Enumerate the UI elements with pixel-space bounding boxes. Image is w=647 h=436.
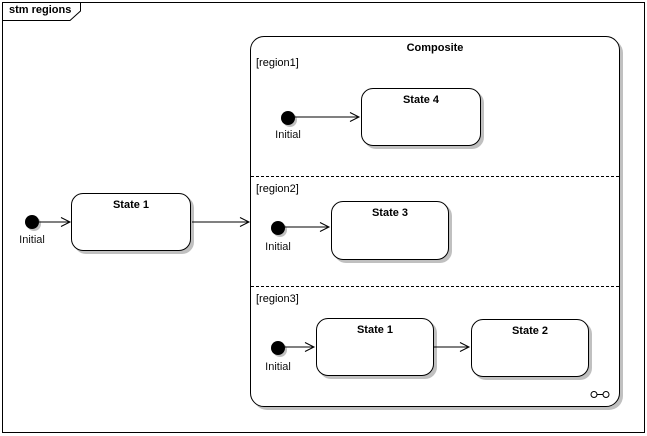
state-title: State 2 <box>511 325 549 337</box>
initial-node[interactable] <box>281 111 295 125</box>
state-region2-state3[interactable]: State 3 <box>331 201 449 260</box>
initial-label: Initial <box>275 129 301 141</box>
initial-node[interactable] <box>271 221 285 235</box>
state-region3-state1[interactable]: State 1 <box>316 318 434 376</box>
frame-name: stm regions <box>9 4 72 16</box>
region3-label: [region3] <box>256 293 299 305</box>
initial-label: Initial <box>265 241 291 253</box>
state-outer-state1[interactable]: State 1 <box>71 193 191 251</box>
initial-node[interactable] <box>25 215 39 229</box>
region-separator <box>251 286 619 287</box>
initial-label: Initial <box>265 361 291 373</box>
state-title: State 3 <box>371 207 409 219</box>
frame-name-tab <box>2 2 81 21</box>
decomposition-icon <box>590 391 610 398</box>
initial-node[interactable] <box>271 341 285 355</box>
state-region1-state4[interactable]: State 4 <box>361 88 481 146</box>
composite-state-title: Composite <box>406 42 464 54</box>
state-title: State 4 <box>402 94 440 106</box>
frame-tab-shape <box>2 2 81 21</box>
state-title: State 1 <box>356 324 394 336</box>
state-region3-state2[interactable]: State 2 <box>471 319 589 377</box>
region2-label: [region2] <box>256 183 299 195</box>
state-title: State 1 <box>112 199 150 211</box>
initial-label: Initial <box>19 234 45 246</box>
region-separator <box>251 176 619 177</box>
region1-label: [region1] <box>256 57 299 69</box>
composite-state[interactable]: Composite [region1] Initial State 4 [reg… <box>250 36 620 407</box>
